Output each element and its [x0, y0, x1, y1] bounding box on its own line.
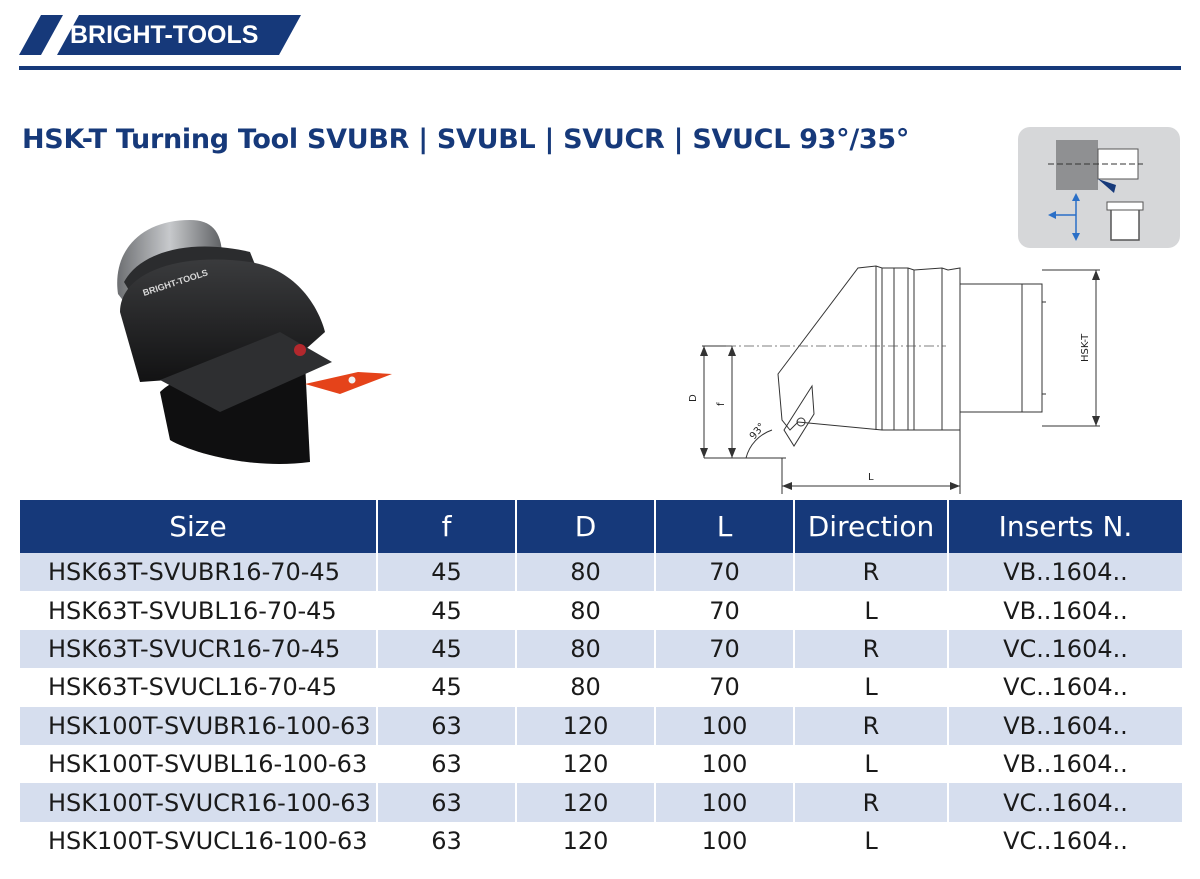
- table-row: HSK100T-SVUCL16-100-63 63 120 100 L VC..…: [20, 821, 1182, 861]
- cell-d: 80: [516, 591, 656, 630]
- table-row: HSK63T-SVUCL16-70-45 45 80 70 L VC..1604…: [20, 668, 1182, 707]
- cell-direction: L: [794, 744, 949, 784]
- tool-holder-icon: [1110, 208, 1140, 241]
- table-row: HSK100T-SVUBL16-100-63 63 120 100 L VB..…: [20, 744, 1182, 784]
- header-f: f: [377, 500, 517, 553]
- header-direction: Direction: [794, 500, 949, 553]
- table-header-row: Size f D L Direction Inserts N.: [20, 500, 1182, 553]
- cell-size: HSK100T-SVUCL16-100-63: [20, 821, 378, 861]
- header-l: L: [655, 500, 795, 553]
- holder-outline: [777, 265, 961, 431]
- angle-arc: [745, 429, 773, 459]
- cell-f: 63: [377, 744, 517, 784]
- header-d: D: [516, 500, 656, 553]
- cell-f: 45: [377, 553, 517, 592]
- insert-icon: [305, 372, 392, 394]
- cell-size: HSK100T-SVUBL16-100-63: [20, 744, 378, 784]
- cell-size: HSK63T-SVUBL16-70-45: [20, 591, 378, 630]
- dim-label-l: L: [868, 472, 874, 483]
- cell-f: 45: [377, 591, 517, 630]
- cell-l: 70: [655, 553, 795, 592]
- coolant-screw-icon: [294, 344, 306, 356]
- insert-outline: [783, 384, 815, 447]
- cell-direction: R: [794, 706, 949, 745]
- spindle-block: [1056, 140, 1098, 190]
- cell-l: 100: [655, 783, 795, 822]
- cell-d: 80: [516, 668, 656, 707]
- brand-name: BRIGHT-TOOLS: [70, 21, 259, 49]
- dim-label-d: D: [688, 394, 699, 402]
- cell-size: HSK63T-SVUCL16-70-45: [20, 668, 378, 707]
- cell-f: 63: [377, 783, 517, 822]
- cell-inserts: VC..1604..: [948, 783, 1182, 822]
- header-size: Size: [20, 500, 378, 553]
- spec-table: Size f D L Direction Inserts N. HSK63T-S…: [20, 500, 1182, 861]
- cell-size: HSK100T-SVUBR16-100-63: [20, 706, 378, 745]
- dim-label-angle: 93°: [748, 421, 768, 442]
- cell-d: 120: [516, 821, 656, 861]
- cell-l: 70: [655, 668, 795, 707]
- insert-icon: [1098, 179, 1116, 193]
- cell-d: 120: [516, 744, 656, 784]
- cell-direction: R: [794, 629, 949, 669]
- cell-direction: R: [794, 553, 949, 592]
- cell-inserts: VB..1604..: [948, 591, 1182, 630]
- cell-f: 63: [377, 706, 517, 745]
- cell-f: 45: [377, 629, 517, 669]
- technical-drawing: D f 93° L HSK-T: [688, 265, 1100, 494]
- cell-l: 100: [655, 744, 795, 784]
- cell-direction: L: [794, 668, 949, 707]
- brand-logo: [19, 15, 301, 55]
- cell-size: HSK63T-SVUCR16-70-45: [20, 629, 378, 669]
- cell-inserts: VC..1604..: [948, 668, 1182, 707]
- header-divider: [19, 66, 1181, 70]
- table-row: HSK100T-SVUCR16-100-63 63 120 100 R VC..…: [20, 783, 1182, 822]
- table-row: HSK100T-SVUBR16-100-63 63 120 100 R VB..…: [20, 706, 1182, 745]
- cell-inserts: VB..1604..: [948, 553, 1182, 592]
- cell-f: 63: [377, 821, 517, 861]
- machining-schematic: [1018, 127, 1180, 248]
- cell-d: 80: [516, 553, 656, 592]
- product-image: BRIGHT-TOOLS: [117, 220, 392, 464]
- logo-stripe: [19, 15, 63, 55]
- header-inserts: Inserts N.: [948, 500, 1182, 553]
- shank-outline: [959, 283, 1043, 413]
- cell-inserts: VB..1604..: [948, 744, 1182, 784]
- cell-inserts: VC..1604..: [948, 821, 1182, 861]
- cell-size: HSK100T-SVUCR16-100-63: [20, 783, 378, 822]
- dim-label-hsk: HSK-T: [1080, 333, 1091, 362]
- cell-f: 45: [377, 668, 517, 707]
- cell-direction: L: [794, 591, 949, 630]
- table-row: HSK63T-SVUBR16-70-45 45 80 70 R VB..1604…: [20, 553, 1182, 592]
- cell-inserts: VC..1604..: [948, 629, 1182, 669]
- dim-label-f: f: [716, 402, 727, 406]
- table-row: HSK63T-SVUBL16-70-45 45 80 70 L VB..1604…: [20, 591, 1182, 630]
- cell-direction: L: [794, 821, 949, 861]
- cell-l: 100: [655, 821, 795, 861]
- logo-banner: [57, 15, 301, 55]
- cell-d: 120: [516, 706, 656, 745]
- cell-d: 120: [516, 783, 656, 822]
- cell-l: 70: [655, 591, 795, 630]
- cell-d: 80: [516, 629, 656, 669]
- cell-l: 100: [655, 706, 795, 745]
- table-row: HSK63T-SVUCR16-70-45 45 80 70 R VC..1604…: [20, 629, 1182, 669]
- cell-l: 70: [655, 629, 795, 669]
- page-title: HSK-T Turning Tool SVUBR | SVUBL | SVUCR…: [22, 124, 910, 155]
- cell-direction: R: [794, 783, 949, 822]
- cell-inserts: VB..1604..: [948, 706, 1182, 745]
- cell-size: HSK63T-SVUBR16-70-45: [20, 553, 378, 592]
